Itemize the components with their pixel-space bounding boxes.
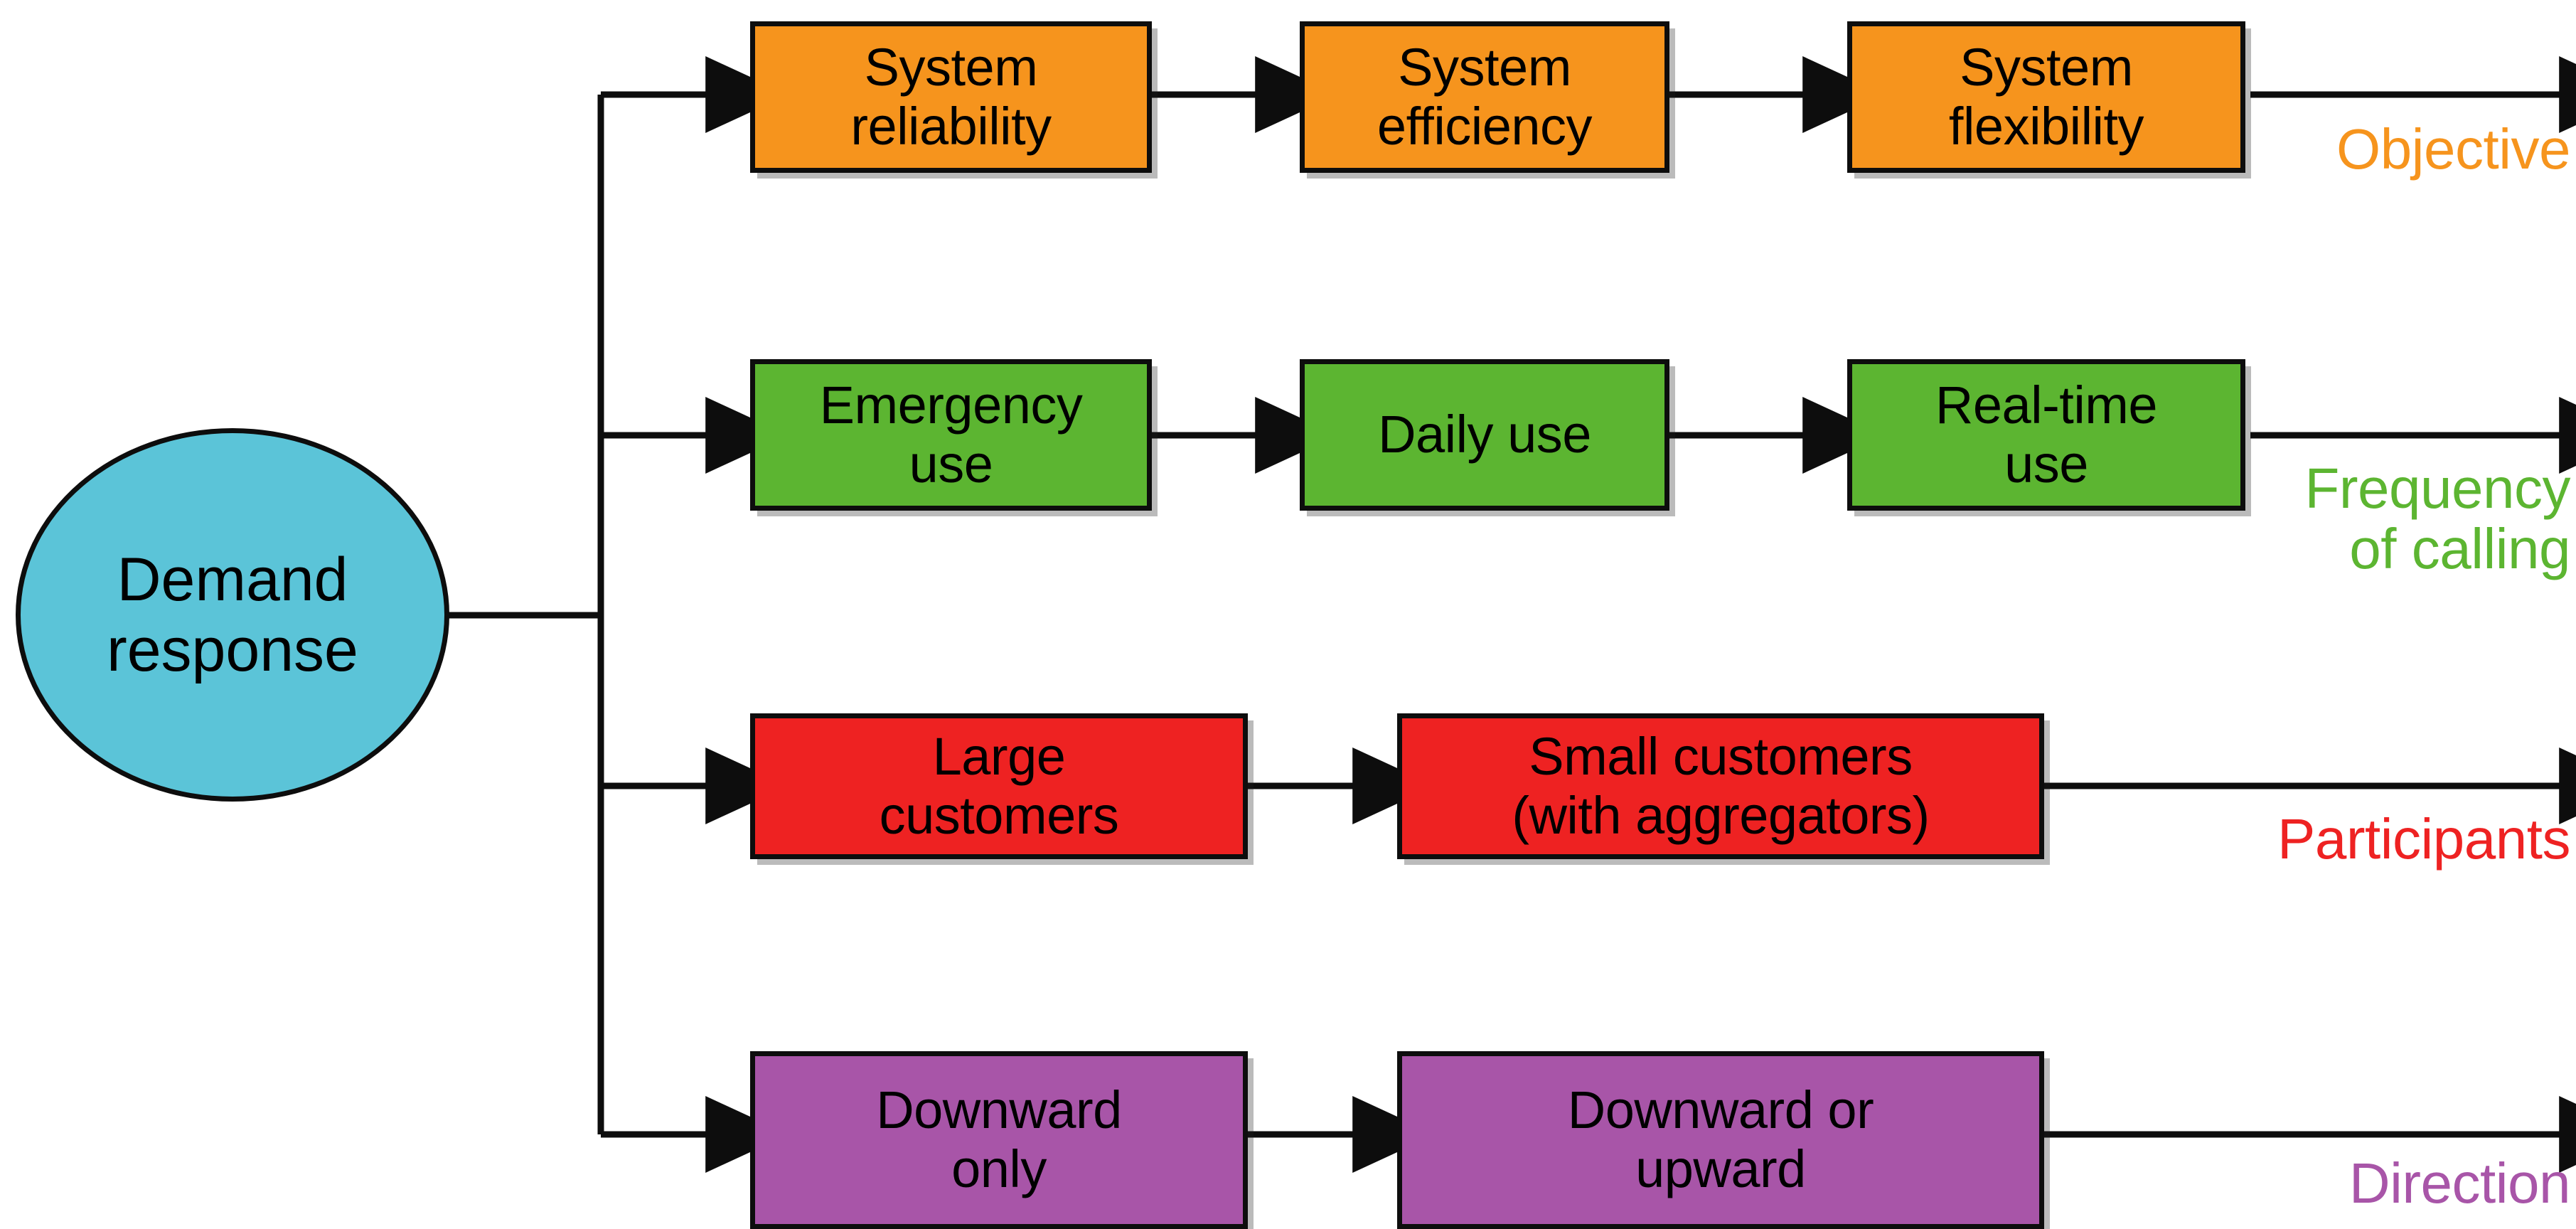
node-box-direction-2[interactable]: Downward or upward	[1397, 1051, 2044, 1229]
node-box-objective-3[interactable]: System flexibility	[1847, 21, 2245, 173]
node-box-objective-2[interactable]: System efficiency	[1300, 21, 1669, 173]
node-box-frequency-3[interactable]: Real-time use	[1847, 359, 2245, 511]
category-label-frequency: Frequency of calling	[2304, 457, 2571, 580]
root-node-label: Demand response	[107, 545, 358, 684]
node-box-label: Emergency use	[819, 375, 1083, 494]
node-box-frequency-2[interactable]: Daily use	[1300, 359, 1669, 511]
node-box-frequency-1[interactable]: Emergency use	[750, 359, 1152, 511]
node-box-label: Real-time use	[1935, 375, 2158, 494]
root-node-demand-response[interactable]: Demand response	[16, 428, 449, 802]
category-label-direction: Direction	[2348, 1151, 2571, 1215]
category-label-participants: Participants	[2277, 807, 2570, 871]
node-box-objective-1[interactable]: System reliability	[750, 21, 1152, 173]
node-box-label: Downward only	[876, 1080, 1122, 1198]
node-box-direction-1[interactable]: Downward only	[750, 1051, 1248, 1229]
node-box-label: Downward or upward	[1567, 1080, 1874, 1198]
node-box-label: System reliability	[850, 37, 1052, 156]
node-box-label: System flexibility	[1948, 37, 2144, 156]
node-box-label: Small customers (with aggregators)	[1512, 726, 1930, 845]
node-box-label: Daily use	[1378, 405, 1591, 464]
node-box-label: System efficiency	[1377, 37, 1593, 156]
node-box-participants-2[interactable]: Small customers (with aggregators)	[1397, 713, 2044, 859]
node-box-participants-1[interactable]: Large customers	[750, 713, 1248, 859]
node-box-label: Large customers	[879, 726, 1119, 845]
category-label-objective: Objective	[2336, 117, 2570, 181]
